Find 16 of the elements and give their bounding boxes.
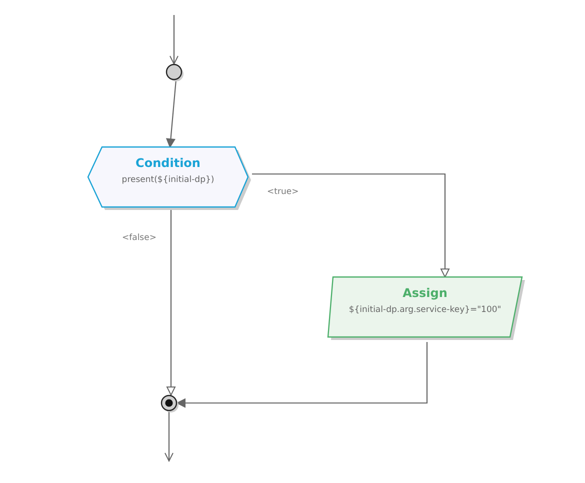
edge-label: <true>	[266, 187, 300, 197]
assign-parallelogram	[328, 277, 522, 337]
arrow	[164, 411, 174, 462]
arrow	[170, 15, 178, 64]
arrow	[252, 173, 450, 278]
end-node-circle	[161, 395, 177, 411]
arrow	[166, 209, 176, 396]
start-node-circle	[166, 64, 182, 80]
node-title: Condition	[134, 156, 202, 170]
arrow	[166, 80, 177, 148]
edge-label: <false>	[121, 233, 158, 243]
arrow	[176, 342, 428, 408]
node-expression: ${initial-dp.arg.service-key}="100"	[348, 305, 502, 315]
node-title: Assign	[402, 286, 448, 300]
condition-hexagon	[88, 147, 248, 207]
node-expression: present(${initial-dp})	[120, 175, 216, 185]
